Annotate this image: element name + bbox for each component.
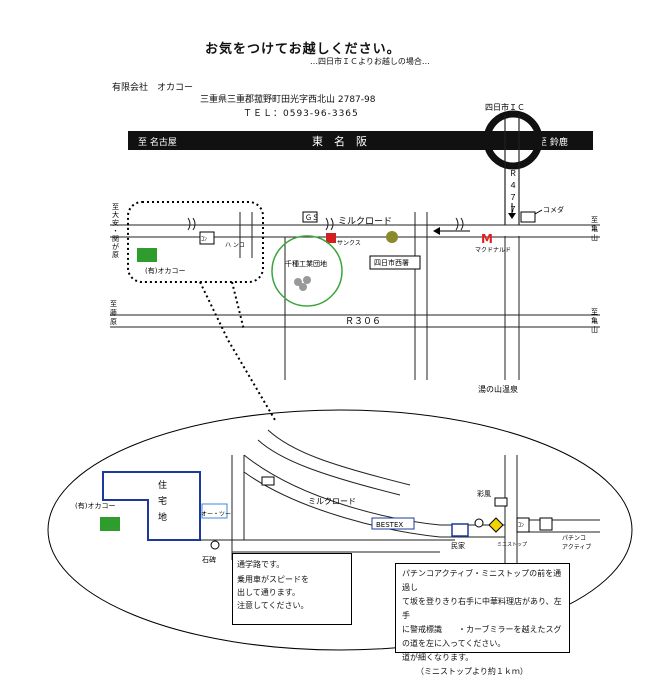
to-nagoya-label: 至 名古屋 [138, 136, 177, 148]
curve-mirror-icon [474, 518, 484, 528]
bestex-label: BESTEX [376, 521, 403, 529]
zoom-frame [127, 201, 264, 283]
conveni-icon-upper: ｺﾝ [201, 236, 207, 243]
ministop-label: ミニストップ [497, 542, 527, 548]
komeda-icon [520, 211, 536, 223]
svg-text:至: 至 [591, 216, 598, 224]
to-kameyama-label-2: 至 亀 山 [591, 308, 598, 334]
arrow-icon [508, 213, 516, 219]
svg-text:亀: 亀 [591, 316, 598, 325]
residential-char-2: 宅 [158, 495, 167, 507]
svg-text:至: 至 [112, 203, 119, 211]
ministop-icon: ｺﾝ [518, 522, 524, 529]
map-canvas: 至 名古屋 東 名 阪 至 鈴鹿 四日市ＩＣ Ｒ ４ ７ ７ 湯の山温泉 ミルク… [47, 102, 633, 651]
residential-block [102, 471, 201, 541]
sign-icon-2 [494, 497, 508, 507]
svg-text:安: 安 [112, 218, 119, 227]
minka-building [451, 523, 469, 537]
school-note-line-4: 注意してください。 [237, 601, 309, 610]
route-arrow-icon [433, 227, 440, 235]
svg-text:藤: 藤 [110, 308, 117, 317]
svg-text:至: 至 [591, 308, 598, 316]
svg-text:山: 山 [591, 325, 598, 334]
autozone-label: オー・ツー [201, 511, 231, 518]
svg-text:関: 関 [112, 235, 119, 243]
svg-text:亀: 亀 [591, 224, 598, 233]
okako-label-upper: (有)オカコー [145, 266, 185, 275]
svg-text:山: 山 [591, 233, 598, 242]
directions-box: パチンコアクティブ・ミニストップの前を通過し て坂を登りきり右手に中華料理店があ… [395, 563, 570, 676]
tree-icon [386, 231, 398, 243]
pachinko-building [539, 517, 553, 531]
ishibumi-label: 石碑 [202, 555, 216, 564]
okako-label-lower: (有)オカコー [75, 501, 115, 510]
to-kameyama-label-1: 至 亀 山 [591, 216, 598, 242]
mcdonalds-label: マクドナルド [475, 247, 511, 254]
r477-char-3: ７ [509, 193, 517, 202]
to-fujiwara-label: 至 藤 原 [110, 300, 117, 326]
komeda-label: コメダ [543, 205, 564, 214]
expressway-band [128, 131, 593, 150]
milk-road-label-upper: ミルクロード [338, 216, 392, 227]
school-note-line-3: 出して通ります。 [237, 588, 300, 597]
residential-char-3: 地 [158, 511, 167, 523]
milk-road-label-lower: ミルクロード [308, 497, 356, 506]
to-oyasu-label: 至 大 安 ・ 関 が 原 [112, 203, 119, 259]
svg-text:至: 至 [110, 300, 117, 308]
directions-line-6: （ミニストップより約１ｋｍ） [416, 667, 528, 676]
mcdonalds-icon: M [481, 232, 493, 246]
expressway-name: 東 名 阪 [312, 134, 367, 148]
directions-line-4: の道を左に入ってください。 [402, 639, 506, 648]
svg-text:原: 原 [112, 251, 119, 259]
yunoyama-label: 湯の山温泉 [478, 384, 518, 394]
ic-label: 四日市ＩＣ [485, 102, 525, 112]
interchange-ring [483, 110, 543, 170]
directions-line-3: に警戒標識 ・カーブミラーを越えたスグ [402, 625, 562, 634]
to-suzuka-label: 至 鈴鹿 [538, 136, 568, 148]
circle-k-icon [326, 233, 336, 243]
okako-building-upper [137, 248, 157, 262]
school-note-line-1: 通学路です。 [237, 560, 285, 569]
circle-k-label: サンクス [337, 240, 361, 247]
detail-oval [47, 409, 633, 651]
industrial-park [271, 235, 343, 307]
r477-char-2: ４ [509, 181, 517, 190]
minka-label: 民家 [451, 541, 465, 550]
pachinko-label: パチンコアクティブ [562, 535, 591, 551]
sign-icon-1 [261, 476, 275, 486]
directions-line-5: 道が細くなります。 [402, 653, 474, 662]
svg-text:大: 大 [112, 210, 119, 219]
directions-line-1: パチンコアクティブ・ミニストップの前を通過し [402, 569, 562, 592]
stone-monument-icon [210, 540, 220, 550]
yokkaichi-nishi-label: 四日市西署 [374, 258, 409, 267]
company-address: 三重県三重郡菰野町田光字西北山 2787-98 [200, 95, 376, 105]
school-note-line-2: 乗用車がスピードを [237, 575, 309, 584]
ayakaze-label: 彩風 [477, 489, 491, 498]
industrial-park-label: 千種工業団地 [285, 259, 327, 268]
conveni-label-upper: ハ ンコ [225, 242, 245, 249]
directions-line-2: て坂を登りきり右手に中華料理店があり、左手 [402, 597, 562, 620]
r306-label: Ｒ３０６ [345, 317, 381, 327]
residential-char-1: 住 [158, 479, 167, 491]
page-title: お気をつけてお越しください。 [205, 42, 401, 57]
okako-building-lower [100, 517, 120, 531]
r477-char-4: ７ [509, 205, 517, 214]
company-name: 有限会社 オカコー [112, 83, 194, 93]
warning-sign-icon-lower [488, 517, 504, 533]
gs-icon: ＧＳ [305, 214, 319, 222]
company-tel: ＴＥＬ：0593-96-3365 [243, 109, 359, 119]
svg-text:が: が [112, 242, 119, 251]
r477-char-1: Ｒ [509, 169, 517, 178]
school-route-note: 通学路です。 乗用車がスピードを 出して通ります。 注意してください。 [232, 553, 352, 625]
svg-text:・: ・ [112, 227, 119, 235]
svg-text:原: 原 [110, 318, 117, 326]
page-subtitle: …四日市ＩＣよりお越しの場合… [310, 57, 430, 66]
